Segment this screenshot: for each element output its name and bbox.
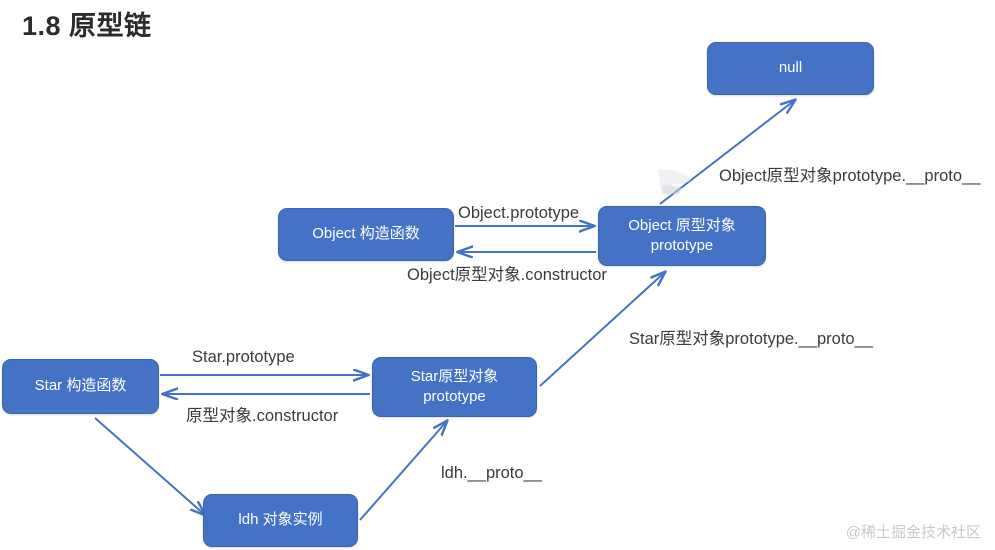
node-object-prototype[interactable]: Object 原型对象 prototype (598, 206, 766, 266)
node-ldh-instance[interactable]: ldh 对象实例 (203, 494, 358, 547)
edge-label-star-proto-constructor: 原型对象.constructor (186, 407, 339, 425)
node-star-prototype[interactable]: Star原型对象 prototype (372, 357, 537, 417)
node-star-constructor-label: Star 构造函数 (34, 377, 127, 395)
node-object-prototype-sublabel: prototype (650, 237, 714, 254)
node-star-constructor[interactable]: Star 构造函数 (2, 359, 159, 414)
page-title: 1.8 原型链 (22, 11, 152, 41)
edge-star-proto-dunder-proto (539, 272, 665, 387)
edge-label-star-proto-dunder-proto: Star原型对象prototype.__proto__ (629, 330, 873, 348)
edge-label-object-proto-dunder-proto: Object原型对象prototype.__proto__ (719, 167, 981, 185)
edge-label-object-prototype: Object.prototype (458, 204, 580, 222)
watermark: @稀土掘金技术社区 (845, 524, 981, 541)
node-ldh-instance-label: ldh 对象实例 (238, 511, 323, 529)
edge-star-ctor-to-ldh (94, 417, 205, 515)
node-star-prototype-sublabel: prototype (423, 388, 486, 405)
edge-label-star-prototype: Star.prototype (192, 348, 295, 366)
edge-object-proto-dunder-proto (659, 100, 795, 205)
cursor-artifact-icon (658, 169, 691, 195)
node-null[interactable]: null (707, 42, 874, 95)
node-object-constructor-label: Object 构造函数 (312, 225, 420, 243)
edge-label-ldh-dunder-proto: ldh.__proto__ (441, 464, 542, 482)
edge-label-object-proto-constructor: Object原型对象.constructor (407, 266, 607, 284)
node-star-prototype-label: Star原型对象 (410, 367, 499, 385)
node-null-label: null (778, 59, 803, 77)
node-object-prototype-label: Object 原型对象 (628, 216, 736, 234)
node-object-constructor[interactable]: Object 构造函数 (278, 208, 454, 261)
edge-ldh-dunder-proto (359, 421, 447, 521)
